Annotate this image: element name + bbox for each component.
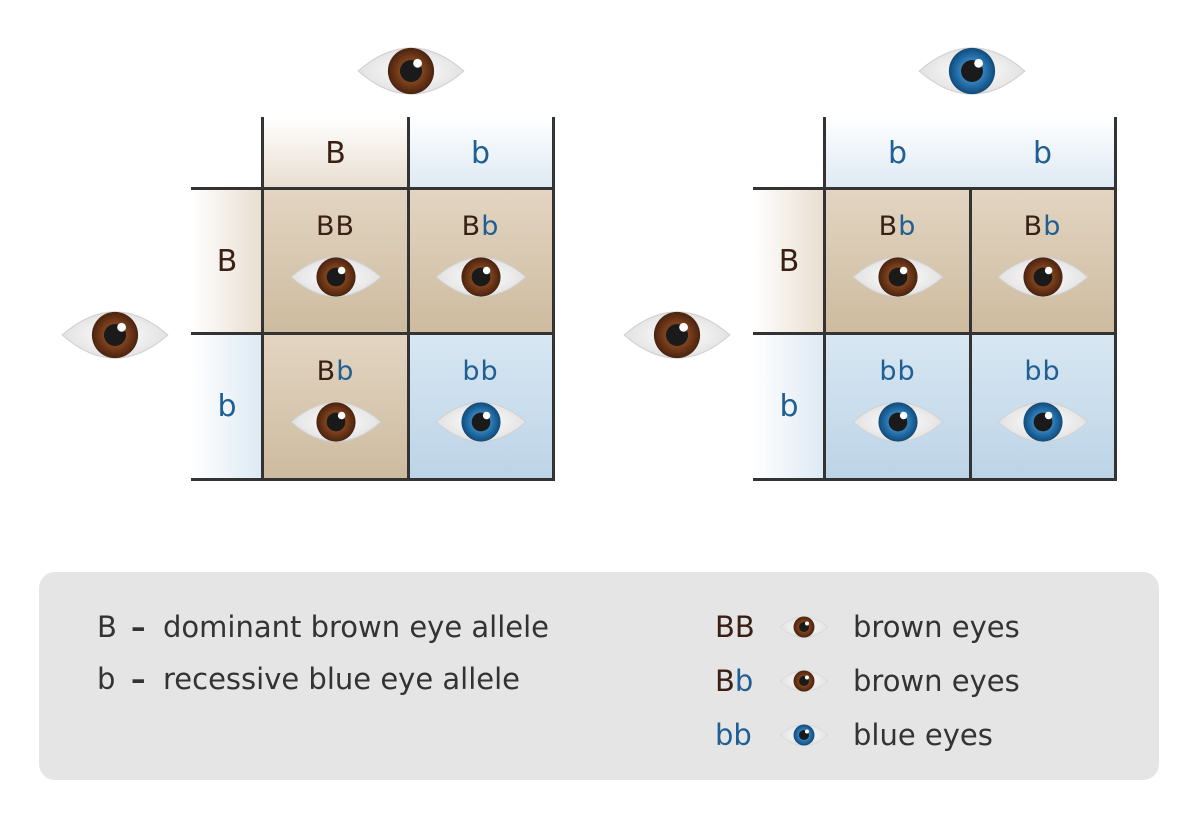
grid-line: [191, 332, 555, 335]
grid-line: [823, 117, 826, 481]
brown-eye-icon: [289, 394, 383, 450]
cell-Bb: Bb: [263, 334, 408, 479]
row-header-1: B: [753, 189, 825, 334]
col-header-1: b: [825, 117, 970, 189]
genotype-label: bb: [1024, 356, 1061, 387]
left-parent-brown-eye-icon: [56, 302, 174, 368]
genotype-label: bb: [879, 356, 916, 387]
grid-line: [969, 189, 972, 481]
allele-description: recessive blue eye allele: [163, 662, 521, 696]
genotype-label: BB: [315, 211, 356, 242]
row-header-1: B: [191, 189, 263, 334]
cell-bb: bb: [825, 334, 970, 479]
brown-eye-icon: [779, 666, 829, 696]
col-header-2: b: [408, 117, 553, 189]
grid-line: [1114, 117, 1117, 481]
phenotype-label: blue eyes: [853, 718, 993, 752]
cell-Bb: Bb: [970, 189, 1115, 334]
brown-eye-icon: [289, 249, 383, 305]
blue-eye-icon: [851, 394, 945, 450]
genotype-label: bb: [462, 356, 499, 387]
blue-eye-icon: [779, 720, 829, 750]
col-header-1: B: [263, 117, 408, 189]
cell-BB: BB: [263, 189, 408, 334]
genotype-label: Bb: [461, 211, 500, 242]
legend-dash: –: [131, 610, 146, 644]
row-header-2: b: [753, 334, 825, 479]
phenotype-label: brown eyes: [853, 664, 1020, 698]
grid-line: [407, 117, 410, 481]
cell-bb: bb: [408, 334, 553, 479]
blue-eye-icon: [434, 394, 528, 450]
row-header-2: b: [191, 334, 263, 479]
grid-line: [753, 187, 1117, 190]
brown-eye-icon: [851, 249, 945, 305]
grid-line: [191, 187, 555, 190]
brown-eye-icon: [779, 612, 829, 642]
genotype-label: bb: [715, 718, 752, 752]
phenotype-label: brown eyes: [853, 610, 1020, 644]
allele-description: dominant brown eye allele: [163, 610, 550, 644]
cell-Bb: Bb: [408, 189, 553, 334]
allele-symbol: b: [97, 662, 116, 696]
left-parent-brown-eye-icon: [618, 302, 736, 368]
brown-eye-icon: [996, 249, 1090, 305]
genotype-label: BB: [715, 610, 755, 644]
genotype-label: Bb: [878, 211, 917, 242]
genotype-label: Bb: [316, 356, 355, 387]
genotype-label: Bb: [1023, 211, 1062, 242]
cell-bb: bb: [970, 334, 1115, 479]
grid-line: [753, 332, 1117, 335]
grid-line: [191, 478, 555, 481]
legend-dash: –: [131, 662, 146, 696]
blue-eye-icon: [996, 394, 1090, 450]
brown-eye-icon: [434, 249, 528, 305]
cell-Bb: Bb: [825, 189, 970, 334]
genotype-label: Bb: [715, 664, 754, 698]
legend-panel: B – dominant brown eye allele b – recess…: [39, 572, 1159, 780]
grid-line: [261, 117, 264, 481]
grid-line: [753, 478, 1117, 481]
top-parent-blue-eye-icon: [913, 38, 1031, 104]
allele-symbol: B: [97, 610, 117, 644]
col-header-2: b: [970, 117, 1115, 189]
top-parent-brown-eye-icon: [352, 38, 470, 104]
grid-line: [552, 117, 555, 481]
